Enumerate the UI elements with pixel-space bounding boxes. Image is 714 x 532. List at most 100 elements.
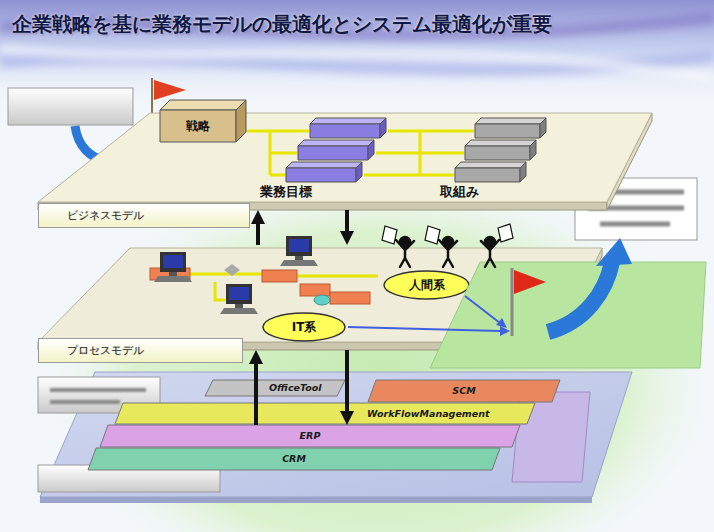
small-symbols-part [224,264,240,276]
process-tiles [150,268,370,304]
flow-to-goal [348,296,510,336]
connector-arrow [249,350,263,425]
flow-to-goal-part [500,326,510,336]
arrow-head [249,350,263,364]
process-tiles-part [330,292,370,304]
result-arrow-part [548,262,612,332]
band-shape [368,380,560,402]
plane-top [38,113,652,202]
block-top [310,118,386,124]
arrow-head [340,231,354,245]
block-front [298,146,368,160]
strategy-flag-part [154,80,186,100]
small-symbols-part [314,295,330,305]
scm-band: SCM [368,380,560,402]
system-floor-part [40,372,632,497]
business-wiring-part [364,131,474,175]
process-tiles-part [300,284,330,296]
connector-arrow [251,210,265,245]
result-arrow [548,238,632,332]
result-arrow-part [596,238,632,266]
block-top [298,140,374,146]
system-floor-part [40,497,592,503]
block-front [465,146,530,160]
goal-flag-part [511,268,514,336]
strategy-block: 戦略 [160,100,248,144]
strategy-flag-part [151,78,153,118]
block-top [286,162,362,168]
band-shape [205,380,345,396]
human-ellipse-text: 人間系 [409,278,445,292]
block-top [455,162,526,168]
goal-region [430,262,706,368]
blurred-note-box-part [22,104,118,109]
computer-icon-part [295,256,303,260]
connector-line [345,350,349,413]
computer-icon-part [154,276,192,282]
arrow-head [340,411,354,425]
block-front [310,124,380,138]
process-tiles-part [262,270,297,282]
computer-icon-part [160,252,186,272]
sky-streaks-part [0,48,714,78]
goal-flag [512,268,546,336]
people-figures-part [481,240,499,267]
flow-to-goal-part [465,296,500,323]
computer-icon-part [280,260,318,266]
computer-icon-part [226,284,252,304]
connector-arrow [340,350,354,425]
computer-icon-part [289,239,309,252]
crm-band-text: CRM [282,453,306,464]
block-side [520,162,526,182]
block-side [236,100,246,142]
flow-to-goal-part [496,318,507,328]
scm-band-text: SCM [452,385,475,396]
goal-block-stack-text: 業務目標 [260,184,312,200]
office-band: OfficeTool [205,380,345,396]
computer-icon-part [169,272,177,276]
business-plane-text: ビジネスモデル [38,203,250,228]
connector-line [256,222,260,245]
workflow-band: WorkFlowManagement [115,403,535,424]
blurred-note-box-part [8,88,133,125]
erp-band-text: ERP [300,430,321,441]
strategy-block-text: 戦略 [186,119,210,133]
arrow-head [251,210,265,224]
business-wiring-part [247,131,309,175]
people-figures-part [425,226,440,244]
people-figures-part [439,240,457,267]
band-shape [115,403,535,424]
initiative-block-stack-text: 取組み [440,184,479,200]
band-shape [88,448,500,470]
people-figures [382,224,513,267]
flow-to-goal-part [348,327,500,331]
human-ellipse: 人間系 [383,270,470,300]
ground-part [28,165,714,532]
block-side [530,140,536,160]
blurred-side-boxes-part [90,477,170,482]
block-top [160,100,246,110]
computer-icon [220,284,258,314]
computer-icon [280,236,318,266]
process-plane-text: プロセスモデル [38,338,243,363]
it-ellipse: IT系 [262,312,346,342]
block-front [286,168,356,182]
block-side [356,162,362,182]
diagram-title: 企業戦略を基に業務モデルの最適化とシステム最適化が重要 [12,12,552,36]
people-figures-part [382,226,397,244]
people-figures-part [498,224,513,242]
block-top [465,140,536,146]
block-front [455,168,520,182]
block-side [380,118,386,138]
goal-flag-part [514,270,546,294]
business-wiring [247,131,474,175]
block-front [160,110,236,142]
computer-icon-part [220,308,258,314]
goal-region-part [430,262,706,368]
small-symbols [224,264,330,305]
it-ellipse-text: IT系 [292,320,317,334]
